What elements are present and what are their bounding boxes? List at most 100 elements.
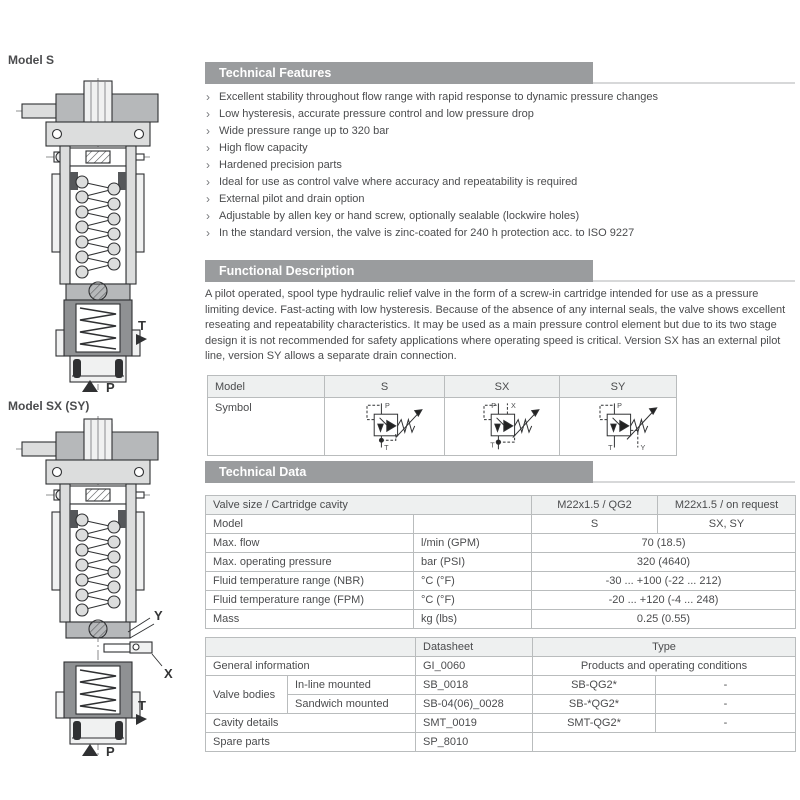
list-item: › Low hysteresis, accurate pressure contr… bbox=[206, 105, 792, 122]
list-item: ›In the standard version, the valve is z… bbox=[206, 224, 792, 241]
type-value: - bbox=[654, 675, 797, 695]
row-label: Mass bbox=[205, 609, 414, 629]
empty-header-cell bbox=[205, 637, 416, 657]
bullet-text: Low hysteresis, accurate pressure contro… bbox=[219, 107, 534, 120]
row-label: Cavity details bbox=[205, 713, 416, 733]
bullet-icon: › bbox=[206, 123, 210, 138]
datasheet-value: GI_0060 bbox=[415, 656, 533, 676]
row-value: 0.25 (0.55) bbox=[531, 609, 796, 629]
table-row: Sandwich mounted SB-04(06)_0028 SB-*QG2*… bbox=[206, 694, 797, 714]
table-row: Max. operating pressure bar (PSI) 320 (4… bbox=[205, 552, 796, 572]
type-value: SB-*QG2* bbox=[532, 694, 656, 714]
table-row: Model S SX, SY bbox=[205, 514, 796, 534]
bullet-icon: › bbox=[206, 208, 210, 223]
port-y-label: Y bbox=[154, 608, 163, 623]
list-item: › Adjustable by allen key or hand screw, … bbox=[206, 207, 792, 224]
bullet-text: High flow capacity bbox=[219, 141, 308, 154]
row-value: 320 (4640) bbox=[531, 552, 796, 572]
table-row: Valve size / Cartridge cavity M22x1.5 / … bbox=[205, 495, 796, 515]
list-item: › Excellent stability throughout flow ran… bbox=[206, 88, 792, 105]
symbol-port-t-label: T bbox=[490, 441, 495, 450]
table-row: Model S SX SY bbox=[207, 375, 677, 398]
bullet-text: External pilot and drain option bbox=[219, 192, 365, 205]
type-value: SMT-QG2* bbox=[532, 713, 656, 733]
bullet-icon: › bbox=[206, 225, 210, 240]
table-row: Symbol P T bbox=[207, 397, 677, 456]
bullet-icon: › bbox=[206, 106, 210, 121]
bullet-text: Adjustable by allen key or hand screw, o… bbox=[219, 209, 580, 222]
symbol-cell-sy: P T Y bbox=[559, 397, 677, 456]
port-x-label: X bbox=[164, 666, 173, 681]
row-unit: kg (lbs) bbox=[413, 609, 532, 629]
row-label: Max. flow bbox=[205, 533, 414, 553]
list-item: › High flow capacity bbox=[206, 139, 792, 156]
section-title-technical-features: Technical Features bbox=[205, 62, 593, 84]
symbol-table-model-header: Model bbox=[207, 375, 325, 398]
bullet-icon: › bbox=[206, 89, 210, 104]
empty-cell bbox=[531, 732, 797, 752]
row-label: Max. operating pressure bbox=[205, 552, 414, 572]
cavity-qg2-header: M22x1.5 / QG2 bbox=[531, 495, 658, 515]
row-label: Spare parts bbox=[205, 732, 416, 752]
symbol-port-x-label: X bbox=[511, 401, 516, 410]
section-title-functional-description: Functional Description bbox=[205, 260, 593, 282]
bullet-icon: › bbox=[206, 191, 210, 206]
table-row: Fluid temperature range (NBR) °C (°F) -3… bbox=[205, 571, 796, 591]
symbol-port-t-label: T bbox=[608, 443, 613, 452]
table-row: Valve bodies In-line mounted SB_0018 SB-… bbox=[205, 675, 797, 714]
symbol-port-y-label: Y bbox=[641, 443, 646, 452]
hydraulic-symbol-sx-icon: P X T bbox=[483, 401, 540, 450]
datasheet-table: Datasheet Type General information GI_00… bbox=[205, 637, 797, 752]
row-unit: °C (°F) bbox=[413, 571, 532, 591]
list-item: › Ideal for use as control valve where ac… bbox=[206, 173, 792, 190]
bullet-text: Wide pressure range up to 320 bar bbox=[219, 124, 389, 137]
table-row: Spare parts SP_8010 bbox=[205, 732, 797, 752]
model-sy-header: SY bbox=[559, 375, 677, 398]
functional-description-paragraph: A pilot operated, spool type hydraulic r… bbox=[205, 288, 786, 363]
list-item: › Hardened precision parts bbox=[206, 156, 792, 173]
list-item: › Wide pressure range up to 320 bar bbox=[206, 122, 792, 139]
bullet-icon: › bbox=[206, 157, 210, 172]
table-row: Max. flow l/min (GPM) 70 (18.5) bbox=[205, 533, 796, 553]
port-p-label: P bbox=[106, 380, 115, 395]
row-label: Fluid temperature range (FPM) bbox=[205, 590, 414, 610]
row-label: General information bbox=[205, 656, 416, 676]
type-header: Type bbox=[531, 637, 797, 657]
bullet-icon: › bbox=[206, 174, 210, 189]
bullet-text: Hardened precision parts bbox=[219, 158, 342, 171]
type-value: Products and operating conditions bbox=[531, 656, 797, 676]
table-row: General information GI_0060 Products and… bbox=[205, 656, 797, 676]
row-unit: l/min (GPM) bbox=[413, 533, 532, 553]
bullet-text: Excellent stability throughout flow rang… bbox=[219, 90, 659, 103]
list-item: › External pilot and drain option bbox=[206, 190, 792, 207]
table-row: Datasheet Type bbox=[205, 637, 797, 657]
valve-size-header: Valve size / Cartridge cavity bbox=[205, 495, 532, 515]
model-s-header: S bbox=[324, 375, 445, 398]
symbol-port-p-label: P bbox=[617, 401, 622, 410]
valve-body-drawing bbox=[16, 416, 163, 758]
row-unit: °C (°F) bbox=[413, 590, 532, 610]
port-t-label: T bbox=[138, 318, 146, 333]
model-s-label: Model S bbox=[8, 53, 55, 67]
symbol-port-t-label: T bbox=[384, 443, 389, 452]
port-t-arrow-icon bbox=[136, 714, 147, 725]
cavity-on-request-header: M22x1.5 / on request bbox=[657, 495, 796, 515]
bullet-icon: › bbox=[206, 140, 210, 155]
valve-bodies-label: Valve bodies bbox=[205, 675, 288, 714]
row-label: Sandwich mounted bbox=[287, 694, 416, 714]
symbol-table: Model S SX SY Symbol bbox=[207, 375, 677, 456]
type-value: SB-QG2* bbox=[532, 675, 656, 695]
valve-cross-section-model-s: T P bbox=[16, 78, 159, 395]
row-value: -20 ... +120 (-4 ... 248) bbox=[531, 590, 796, 610]
row-unit bbox=[413, 514, 532, 534]
datasheet-value: SB-04(06)_0028 bbox=[415, 694, 533, 714]
port-t-arrow-icon bbox=[136, 334, 147, 345]
row-value: -30 ... +100 (-22 ... 212) bbox=[531, 571, 796, 591]
bullet-text: Ideal for use as control valve where acc… bbox=[219, 175, 578, 188]
symbol-row-label: Symbol bbox=[207, 397, 325, 456]
port-p-arrow-icon bbox=[82, 744, 98, 756]
datasheet-value: SMT_0019 bbox=[415, 713, 533, 733]
symbol-cell-sx: P X T bbox=[444, 397, 560, 456]
valve-cross-section-model-sx-sy: Y X T P bbox=[16, 416, 173, 759]
model-sx-label: Model SX (SY) bbox=[8, 399, 90, 413]
